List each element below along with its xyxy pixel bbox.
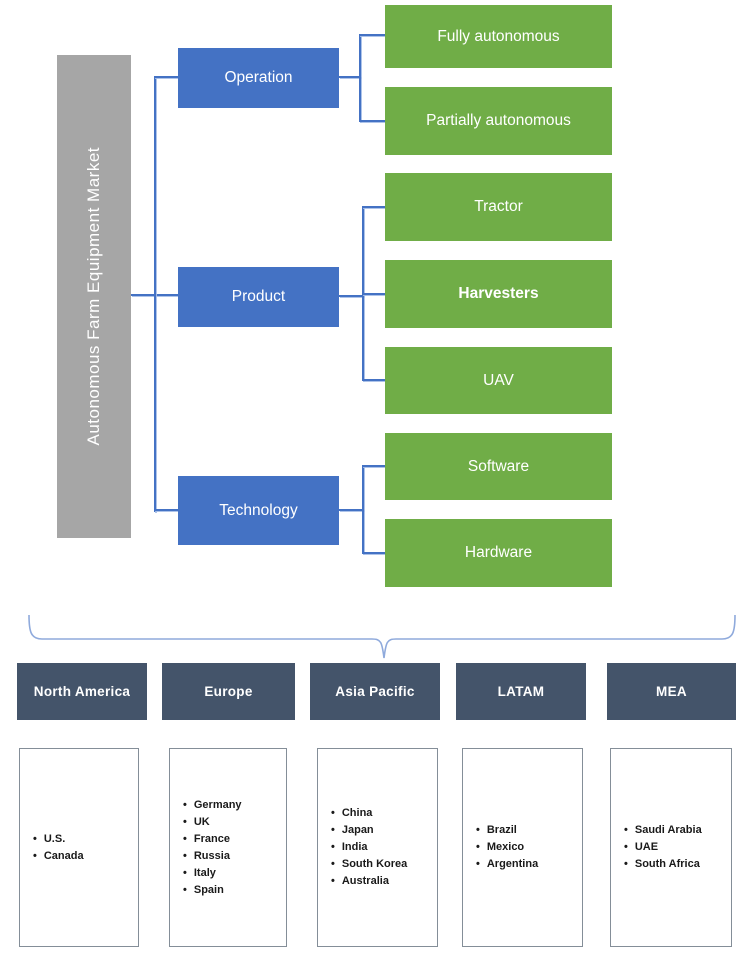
region-box-north-america: U.S.Canada: [19, 748, 139, 947]
region-label: LATAM: [497, 684, 545, 699]
connector-line: [362, 552, 385, 554]
country-item: France: [183, 831, 242, 848]
branch-label: Product: [231, 288, 286, 305]
country-item: Argentina: [476, 856, 538, 873]
region-label: Asia Pacific: [335, 684, 415, 699]
country-item: Canada: [33, 848, 84, 865]
segment-box-uav: UAV: [385, 347, 612, 414]
region-box-mea: Saudi ArabiaUAESouth Africa: [610, 748, 732, 947]
connector-line: [339, 295, 364, 297]
connector-line: [362, 465, 385, 467]
country-list: BrazilMexicoArgentina: [463, 822, 542, 873]
segment-label: UAV: [483, 371, 514, 389]
country-item: Japan: [331, 822, 407, 839]
segment-box-hardware: Hardware: [385, 519, 612, 587]
branch-label: Operation: [224, 69, 293, 86]
segment-box-tractor: Tractor: [385, 173, 612, 241]
segment-label: Fully autonomous: [437, 27, 560, 45]
country-item: Spain: [183, 882, 242, 899]
country-item: India: [331, 839, 407, 856]
country-item: Russia: [183, 848, 242, 865]
region-box-latam: BrazilMexicoArgentina: [462, 748, 583, 947]
region-label: North America: [33, 684, 131, 699]
country-item: Australia: [331, 873, 407, 890]
region-box-europe: GermanyUKFranceRussiaItalySpain: [169, 748, 287, 947]
country-item: South Korea: [331, 856, 407, 873]
segment-label: Partially autonomous: [426, 112, 571, 129]
connector-line: [359, 34, 385, 36]
segment-label: Harvesters: [458, 285, 539, 302]
country-item: Italy: [183, 865, 242, 882]
country-list: ChinaJapanIndiaSouth KoreaAustralia: [318, 805, 411, 890]
branch-label: Technology: [219, 501, 298, 519]
root-market-label: Autonomous Farm Equipment Market: [84, 147, 103, 446]
country-item: Saudi Arabia: [624, 822, 702, 839]
connector-line: [359, 120, 385, 122]
country-item: Brazil: [476, 822, 538, 839]
country-item: UAE: [624, 839, 702, 856]
segment-label: Software: [467, 457, 530, 475]
branch-box-operation: Operation: [178, 48, 339, 108]
brace-shape: [28, 614, 736, 659]
segment-box-software: Software: [385, 433, 612, 500]
region-header-asia-pacific: Asia Pacific: [310, 663, 440, 720]
connector-line: [362, 465, 364, 554]
connector-line: [154, 76, 156, 512]
country-list: GermanyUKFranceRussiaItalySpain: [170, 797, 246, 899]
branch-box-product: Product: [178, 267, 339, 327]
connector-line: [362, 379, 385, 381]
region-header-latam: LATAM: [456, 663, 586, 720]
region-label: MEA: [656, 684, 687, 699]
country-item: Mexico: [476, 839, 538, 856]
region-label: Europe: [204, 684, 253, 699]
country-list: Saudi ArabiaUAESouth Africa: [611, 822, 706, 873]
country-list: U.S.Canada: [20, 831, 88, 865]
connector-line: [339, 509, 364, 511]
country-item: China: [331, 805, 407, 822]
connector-line: [339, 76, 361, 78]
root-market-bar: Autonomous Farm Equipment Market: [57, 55, 131, 538]
region-header-europe: Europe: [162, 663, 295, 720]
connector-line: [362, 206, 385, 208]
country-item: U.S.: [33, 831, 84, 848]
segment-box-harvesters: Harvesters: [385, 260, 612, 328]
connector-line: [154, 509, 178, 511]
segment-box-partially-autonomous: Partially autonomous: [385, 87, 612, 155]
region-header-mea: MEA: [607, 663, 736, 720]
country-item: UK: [183, 814, 242, 831]
connector-line: [362, 293, 385, 295]
region-header-north-america: North America: [17, 663, 147, 720]
connector-line: [359, 34, 361, 122]
country-item: Germany: [183, 797, 242, 814]
branch-box-technology: Technology: [178, 476, 339, 545]
country-item: South Africa: [624, 856, 702, 873]
region-box-asia-pacific: ChinaJapanIndiaSouth KoreaAustralia: [317, 748, 438, 947]
segment-label: Tractor: [474, 198, 523, 215]
connector-line: [154, 76, 178, 78]
segment-box-fully-autonomous: Fully autonomous: [385, 5, 612, 68]
segment-label: Hardware: [464, 544, 533, 561]
